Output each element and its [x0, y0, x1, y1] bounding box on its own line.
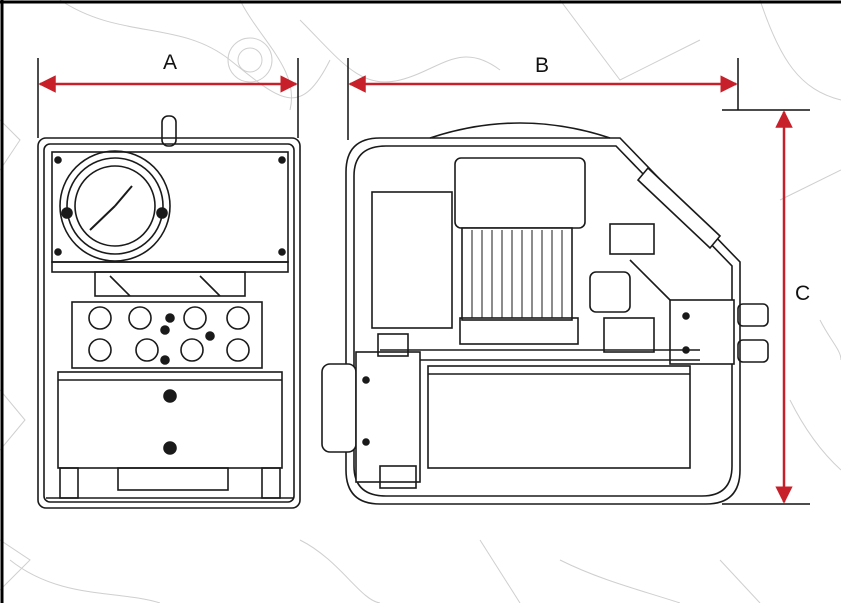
electric-motor: [454, 157, 586, 345]
dimension-a-label: A: [163, 51, 178, 74]
dimension-b: [347, 58, 739, 140]
dimension-c: [722, 109, 810, 505]
dimension-a: [37, 58, 299, 138]
front-view: [37, 115, 301, 509]
dimension-lines: [37, 58, 810, 505]
pressure-gauge: [59, 150, 171, 262]
couplers: [71, 301, 263, 369]
dimension-c-label: C: [795, 282, 811, 305]
side-view: [321, 122, 769, 505]
dimension-b-label: B: [535, 54, 550, 77]
